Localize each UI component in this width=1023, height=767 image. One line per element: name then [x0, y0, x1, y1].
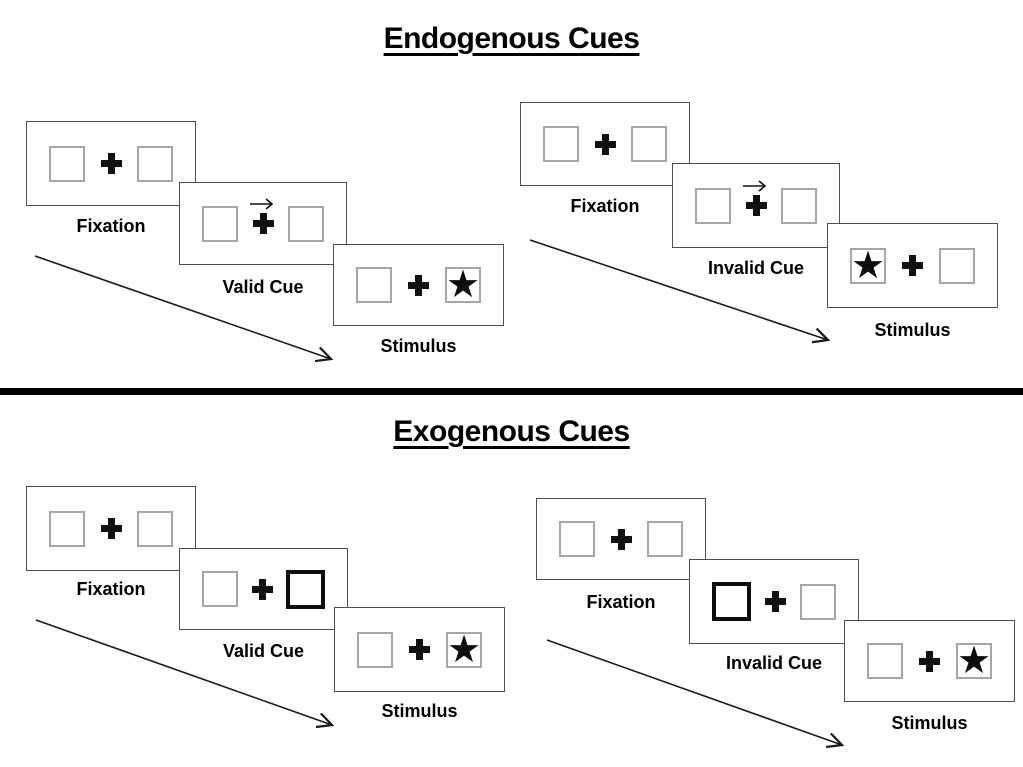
fixation-cross	[409, 639, 430, 660]
placeholder-square	[647, 521, 683, 557]
plus-icon	[594, 133, 616, 155]
placeholder-square	[202, 205, 238, 242]
step-label-fixation: Fixation	[570, 196, 640, 216]
fixation-cross	[408, 274, 429, 296]
panel-stimulus: ★	[827, 223, 998, 308]
panel-fixation	[520, 102, 690, 186]
target-square: ★	[446, 628, 482, 671]
panel-fixation	[26, 121, 196, 206]
panel-stimulus: ★	[333, 244, 504, 326]
step-label-stimulus: Stimulus	[874, 320, 951, 340]
step-label-stimulus: Stimulus	[891, 713, 968, 733]
section-title-endogenous: Endogenous Cues	[0, 22, 1023, 56]
star-icon: ★	[446, 628, 482, 671]
section-divider	[0, 388, 1023, 395]
star-icon: ★	[445, 264, 481, 306]
timeline-arrow	[546, 639, 856, 754]
placeholder-square	[288, 205, 324, 242]
star-icon: ★	[850, 244, 886, 287]
cue-highlight-square	[712, 582, 751, 621]
placeholder-square	[137, 510, 173, 547]
placeholder-square	[137, 145, 173, 182]
step-label-valid-cue: Valid Cue	[222, 641, 305, 661]
placeholder-square	[202, 571, 238, 607]
panel-invalid-cue	[689, 559, 859, 644]
step-label-stimulus: Stimulus	[381, 701, 458, 721]
placeholder-square	[357, 631, 393, 668]
fixation-cross	[594, 133, 616, 155]
placeholder-square	[867, 643, 903, 679]
plus-icon	[408, 274, 429, 296]
fixation-cross	[742, 180, 767, 216]
plus-icon	[610, 528, 632, 550]
panel-valid-cue	[179, 548, 348, 630]
panel-stimulus: ★	[334, 607, 505, 692]
panel-fixation	[536, 498, 706, 580]
panel-valid-cue	[179, 182, 347, 265]
placeholder-square	[543, 126, 579, 162]
placeholder-square	[356, 267, 392, 303]
section-title-exogenous: Exogenous Cues	[0, 415, 1023, 449]
star-icon: ★	[956, 640, 992, 682]
fixation-cross	[610, 528, 632, 550]
fixation-cross	[100, 518, 122, 539]
plus-icon	[902, 255, 923, 276]
cue-arrow-icon	[742, 180, 766, 192]
plus-icon	[919, 650, 940, 672]
fixation-cross	[251, 578, 273, 600]
step-label-invalid-cue: Invalid Cue	[707, 258, 805, 278]
placeholder-square	[695, 187, 731, 224]
plus-icon	[100, 153, 122, 174]
fixation-cross	[765, 591, 786, 612]
placeholder-square	[631, 126, 667, 162]
target-square: ★	[850, 244, 886, 287]
target-square: ★	[956, 640, 992, 682]
fixation-cross	[902, 255, 923, 276]
section-title-text: Endogenous Cues	[383, 22, 640, 55]
panel-fixation	[26, 486, 196, 571]
plus-icon	[765, 591, 786, 612]
plus-icon	[251, 578, 273, 600]
panel-stimulus: ★	[844, 620, 1015, 702]
cue-arrow-icon	[249, 198, 273, 210]
step-label-invalid-cue: Invalid Cue	[725, 653, 823, 673]
placeholder-square	[939, 247, 975, 284]
timeline-arrow	[34, 255, 342, 368]
step-label-stimulus: Stimulus	[380, 336, 457, 356]
step-label-fixation: Fixation	[586, 592, 656, 612]
step-label-fixation: Fixation	[76, 216, 146, 236]
placeholder-square	[781, 187, 817, 224]
plus-icon	[252, 213, 274, 234]
fixation-cross	[919, 650, 940, 672]
placeholder-square	[800, 583, 836, 620]
plus-icon	[100, 518, 122, 539]
target-square: ★	[445, 264, 481, 306]
placeholder-square	[49, 145, 85, 182]
step-label-fixation: Fixation	[76, 579, 146, 599]
step-label-valid-cue: Valid Cue	[222, 277, 304, 297]
timeline-arrow	[35, 619, 345, 734]
section-title-text: Exogenous Cues	[393, 415, 630, 448]
placeholder-square	[49, 510, 85, 547]
plus-icon	[745, 195, 767, 216]
plus-icon	[409, 639, 430, 660]
timeline-arrow	[529, 239, 840, 350]
panel-invalid-cue	[672, 163, 840, 248]
fixation-cross	[249, 198, 274, 234]
fixation-cross	[100, 153, 122, 174]
cue-highlight-square	[286, 569, 325, 609]
placeholder-square	[559, 521, 595, 557]
